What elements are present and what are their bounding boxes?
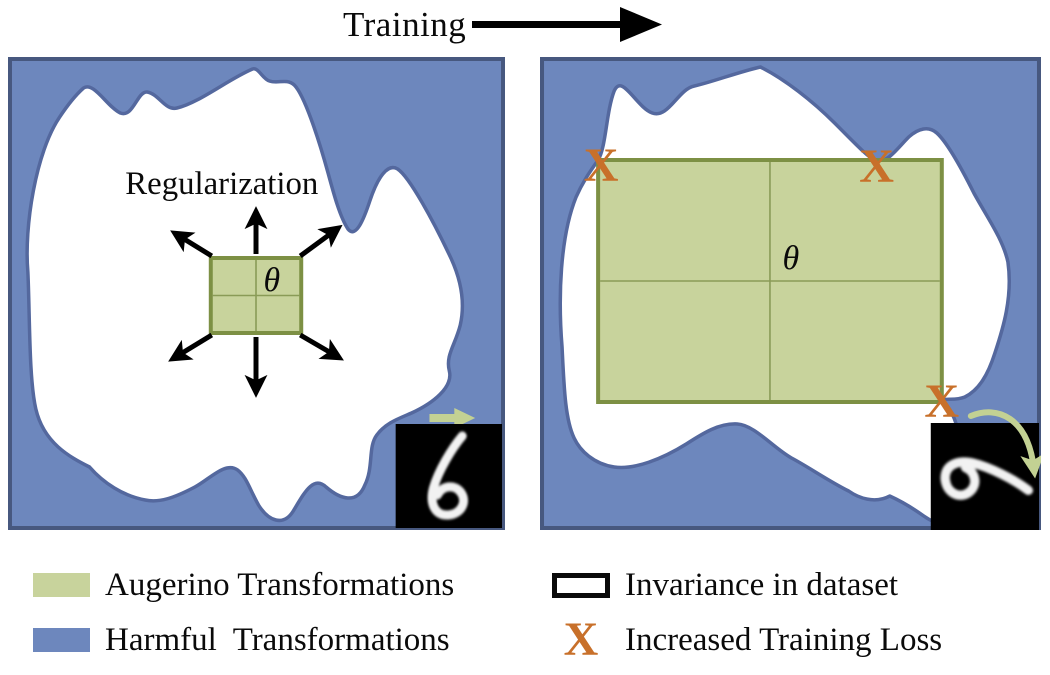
mnist-digit-6-rotated [930,423,1039,530]
orange-x-swatch: X [563,613,599,666]
arrow-up-right-icon [298,224,343,259]
green-fill-swatch [33,573,90,597]
legend-label: Augerino Transformations [105,566,455,603]
legend-label: Increased Training Loss [625,621,943,658]
left-panel: Regularization θ [8,57,505,530]
loss-x-mark-top-left: X [584,139,619,192]
augerino-box-small [208,256,304,335]
expansion-arrows [168,206,344,398]
translate-arrow-icon [429,408,476,428]
legend-item-augerino: Augerino Transformations [33,567,454,603]
augerino-box-large [596,158,944,404]
legend-item-invariance: Invariance in dataset [552,567,898,603]
arrow-up-left-icon [170,230,214,259]
arrow-down-right-icon [298,332,344,361]
loss-x-mark-top-right: X [859,140,894,193]
arrow-down-left-icon [168,332,214,362]
page-title: Training [343,5,467,44]
right-panel: θ X X X [540,57,1041,530]
loss-x-mark-bottom-right: X [924,375,959,428]
legend-item-loss: X Increased Training Loss [552,613,943,666]
legend-label: Invariance in dataset [625,566,899,603]
outlined-rect-swatch [552,572,610,598]
legend-item-harmful: Harmful Transformations [33,622,450,658]
regularization-label: Regularization [125,166,318,202]
legend-label: Harmful Transformations [105,621,450,658]
theta-label-right: θ [782,240,799,277]
mnist-digit-6 [395,424,503,528]
theta-label-left: θ [263,262,280,299]
blue-fill-swatch [33,628,90,652]
training-arrow-icon [472,7,663,42]
header: Training [343,2,668,48]
rotate-clockwise-arrow-icon [967,409,1041,479]
